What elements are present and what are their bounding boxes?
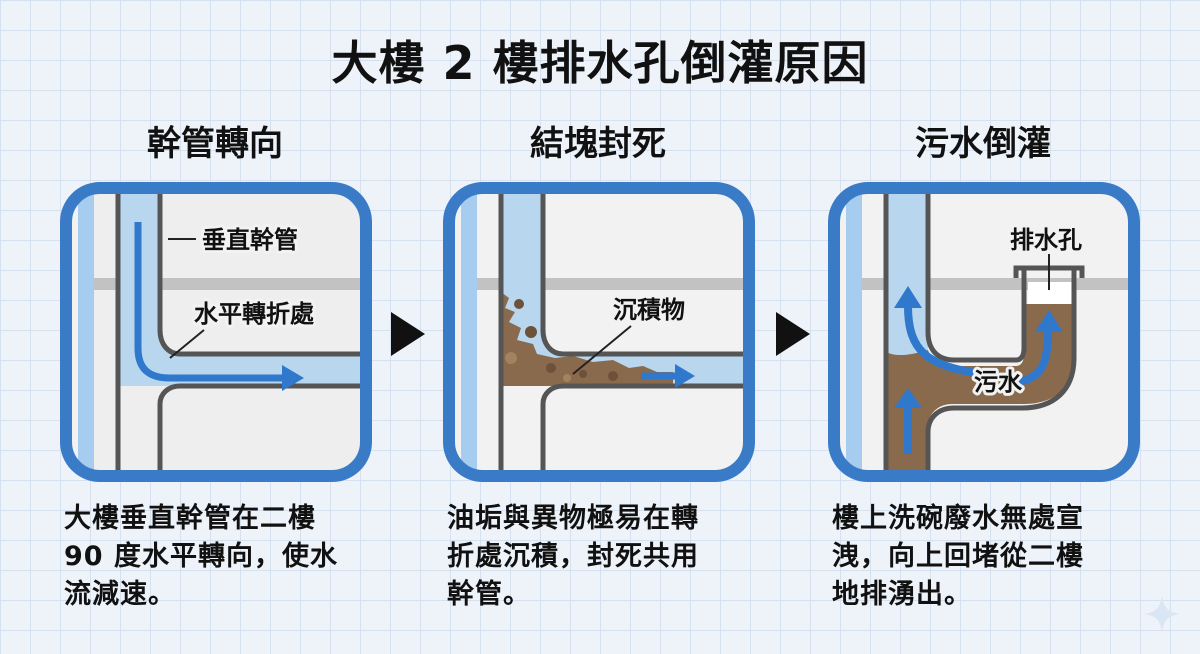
wall-strip [78,188,94,476]
caption-line: 地排湧出。 [832,579,972,610]
rise-arrow [1017,331,1052,386]
right-triangle-icon [776,312,810,356]
drain-opening [1028,282,1074,304]
panel-2-diagram: 沉積物 [443,182,755,482]
panel-3-frame [828,182,1140,482]
label-sediment: 沉積物 [613,296,685,324]
right-triangle-icon [391,312,425,356]
sparkle-icon [1144,596,1180,632]
rise-arrowhead [1035,310,1063,332]
backflow-arrowhead [894,286,922,308]
sediment-mass [501,292,673,386]
label-bend: 水平轉折處 [194,300,314,328]
caption-line: 油垢與異物極易在轉 [447,503,699,534]
up-arrowhead-lower [894,388,922,408]
caption-line: 樓上洗碗廢水無處宣 [832,503,1084,534]
panel-2-frame [443,182,755,482]
pipe-water [886,188,928,362]
caption-line: 大樓垂直幹管在二樓 [64,503,316,534]
panel-1-frame [60,182,372,482]
label-drain: 排水孔 [1010,226,1082,254]
panel-2-caption: 油垢與異物極易在轉 折處沉積，封死共用 幹管。 [447,500,767,614]
page-title: 大樓 2 樓排水孔倒灌原因 [331,36,869,90]
panel-3-background [834,188,1134,476]
pipe-walls [883,188,1077,476]
flow-arrowhead [675,364,695,388]
label-vertical-pipe: 垂直幹管 [202,226,298,254]
flow-arrowhead [282,365,304,391]
panel-2-heading: 結塊封死 [530,124,666,164]
caption-line: 90 度水平轉向，使水 [64,541,338,572]
backflow-arrow [904,305,983,378]
panel-1-diagram: 垂直幹管 水平轉折處 [60,182,372,482]
wall-strip [846,188,862,476]
flow-arrow [134,222,286,382]
wall-strip [461,188,477,476]
pipe-walls [115,188,366,476]
panel-2-background [449,188,749,476]
panel-1-heading: 幹管轉向 [147,124,283,164]
leader-line-bend [169,329,205,359]
caption-line: 洩，向上回堵從二樓 [832,541,1084,572]
pipe-walls [498,188,749,476]
label-sewage: 污水 [974,368,1023,396]
caption-line: 幹管。 [447,579,531,610]
sewage-fill [886,304,1074,476]
caption-line: 折處沉積，封死共用 [447,541,699,572]
leader-line-sediment [572,325,632,375]
panel-3-caption: 樓上洗碗廢水無處宣 洩，向上回堵從二樓 地排湧出。 [832,500,1152,614]
panel-3-heading: 污水倒灌 [915,124,1051,164]
panel-1-caption: 大樓垂直幹管在二樓 90 度水平轉向，使水 流減速。 [64,500,384,614]
panel-3-diagram: 排水孔 污水 [828,182,1140,482]
caption-line: 流減速。 [64,579,176,610]
